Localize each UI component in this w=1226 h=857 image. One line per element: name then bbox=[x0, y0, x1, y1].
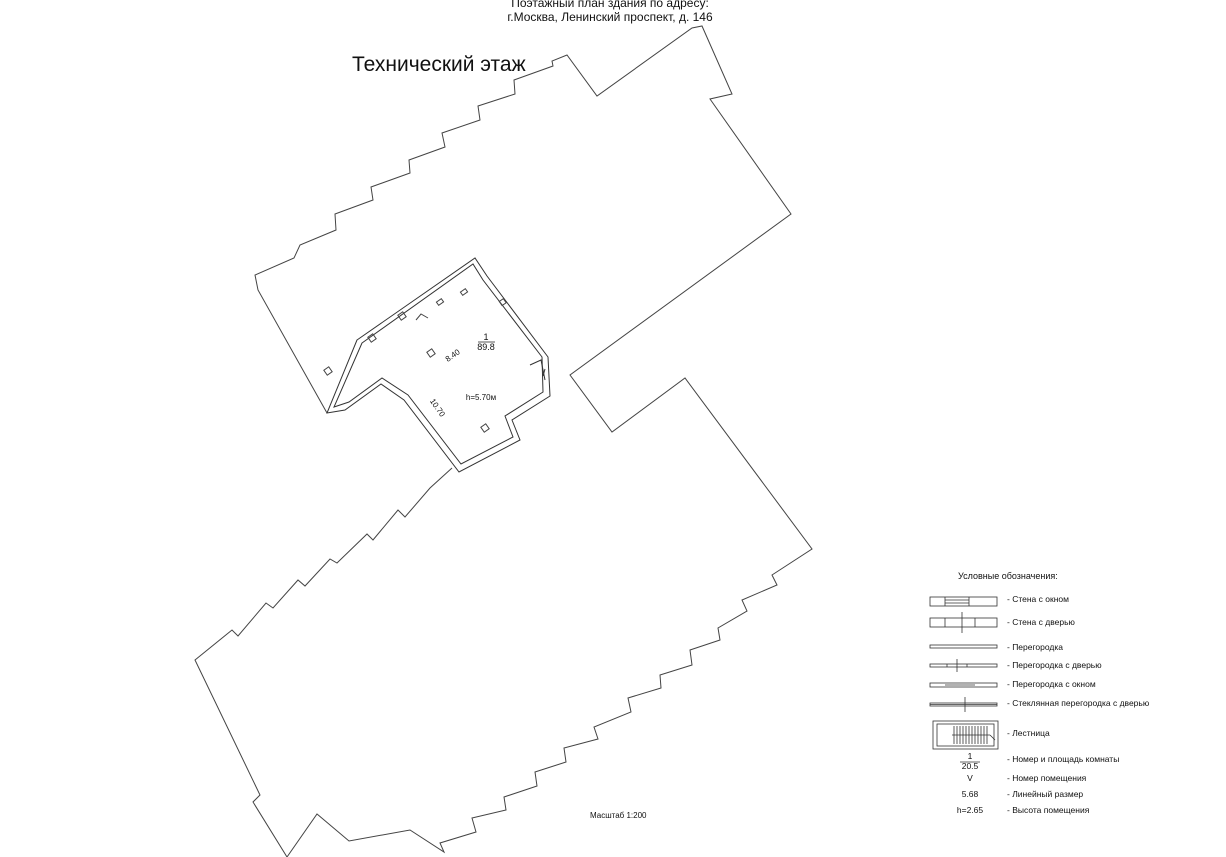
legend-label-wall-door: - Стена с дверью bbox=[1007, 617, 1075, 627]
floor-title: Технический этаж bbox=[352, 53, 526, 76]
legend-sample-premises-number: V bbox=[967, 773, 973, 783]
legend-label-wall-window: - Стена с окном bbox=[1007, 594, 1069, 604]
glass-partition-with-door-symbol bbox=[929, 697, 998, 712]
legend-label-staircase: - Лестница bbox=[1007, 728, 1050, 738]
partition-with-door-symbol bbox=[929, 659, 998, 672]
column-marks bbox=[323, 287, 507, 433]
building-outline-upper bbox=[194, 25, 813, 857]
legend-label-partition-door: - Перегородка с дверью bbox=[1007, 660, 1102, 670]
legend-label-premises-number: - Номер помещения bbox=[1007, 773, 1087, 783]
legend-symbols bbox=[929, 596, 999, 763]
legend-sample-room-area: 20.5 bbox=[961, 761, 979, 771]
legend-sample-room-number: 1 bbox=[967, 751, 973, 761]
partition-with-window-symbol bbox=[929, 682, 998, 688]
legend-title: Условные обозначения: bbox=[958, 571, 1058, 581]
legend-label-partition: - Перегородка bbox=[1007, 642, 1063, 652]
room-outer-wall bbox=[326, 257, 551, 473]
room-width-dimension: 8.40 bbox=[444, 347, 462, 364]
legend-sample-room-height: h=2.65 bbox=[956, 805, 984, 815]
room-length-dimension: 10.70 bbox=[428, 397, 447, 419]
legend-label-glass-partition-door: - Стеклянная перегородка с дверью bbox=[1007, 698, 1150, 708]
door-mark bbox=[542, 368, 546, 377]
room-inner-wall bbox=[333, 263, 544, 465]
room-area: 89.8 bbox=[477, 342, 495, 352]
legend-label-linear-dimension: - Линейный размер bbox=[1007, 789, 1084, 799]
scale-label: Масштаб 1:200 bbox=[590, 811, 647, 820]
partition-symbol bbox=[929, 644, 998, 649]
staircase-symbol bbox=[932, 720, 999, 750]
header-line-1: Поэтажный план здания по адресу: bbox=[511, 0, 709, 10]
legend-sample-linear-dimension: 5.68 bbox=[961, 789, 979, 799]
header-address: г.Москва, Ленинский проспект, д. 146 bbox=[507, 10, 713, 24]
room-number: 1 bbox=[483, 332, 488, 342]
room-height: h=5.70м bbox=[466, 393, 496, 402]
legend-label-room-height: - Высота помещения bbox=[1007, 805, 1090, 815]
wall-with-window-symbol bbox=[929, 596, 998, 607]
legend-label-partition-window: - Перегородка с окном bbox=[1007, 679, 1096, 689]
legend-label-room-number-area: - Номер и площадь комнаты bbox=[1007, 754, 1120, 764]
wall-with-door-symbol bbox=[929, 612, 998, 633]
